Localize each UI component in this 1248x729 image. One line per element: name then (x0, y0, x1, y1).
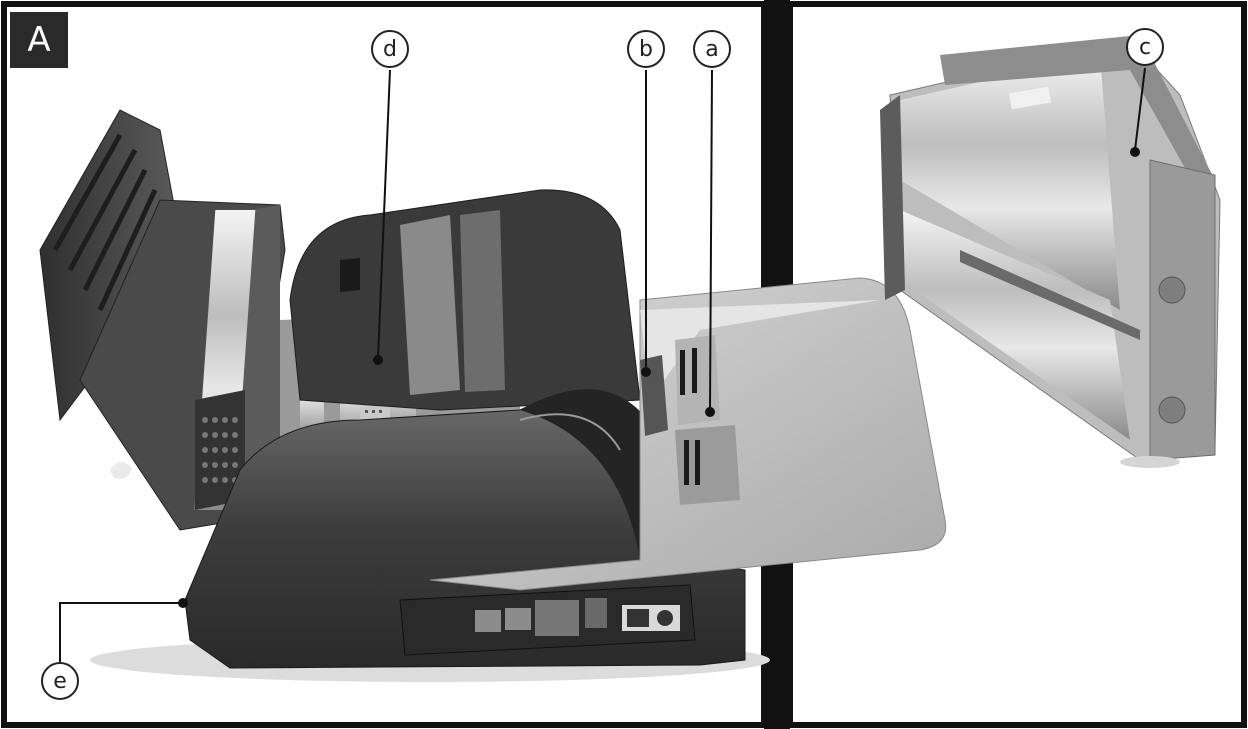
control-panel (399, 584, 696, 656)
film-cartridge (880, 35, 1221, 468)
callout-a: a (693, 30, 731, 68)
leader-lines-left (59, 69, 713, 662)
callout-d: d (371, 30, 409, 68)
callout-c: c (1126, 28, 1164, 66)
leader-lines-right (1134, 67, 1146, 151)
panel-label: A (10, 12, 68, 68)
open-lid (39, 109, 286, 531)
callout-b: b (627, 30, 665, 68)
callout-e: e (41, 662, 79, 700)
